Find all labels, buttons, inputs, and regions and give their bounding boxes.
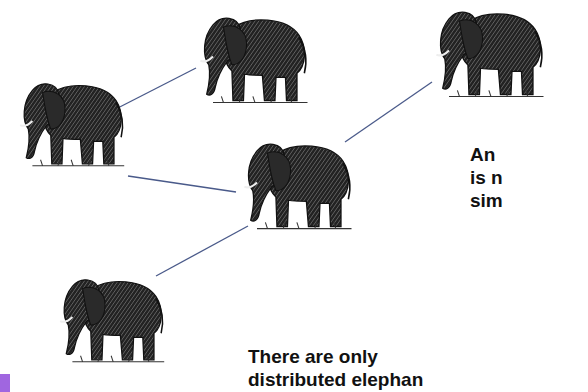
elephant: [200, 18, 307, 102]
note-text: distributed elephan: [248, 369, 423, 391]
note-text: is n: [470, 167, 503, 189]
note-text: There are only: [248, 346, 378, 368]
elephant: [60, 280, 164, 362]
elephant: [244, 144, 351, 228]
corner-mark: [0, 374, 10, 392]
note-text: An: [470, 144, 495, 166]
elephant: [20, 84, 124, 166]
note-text: sim: [470, 190, 503, 212]
elephant: [436, 12, 543, 96]
